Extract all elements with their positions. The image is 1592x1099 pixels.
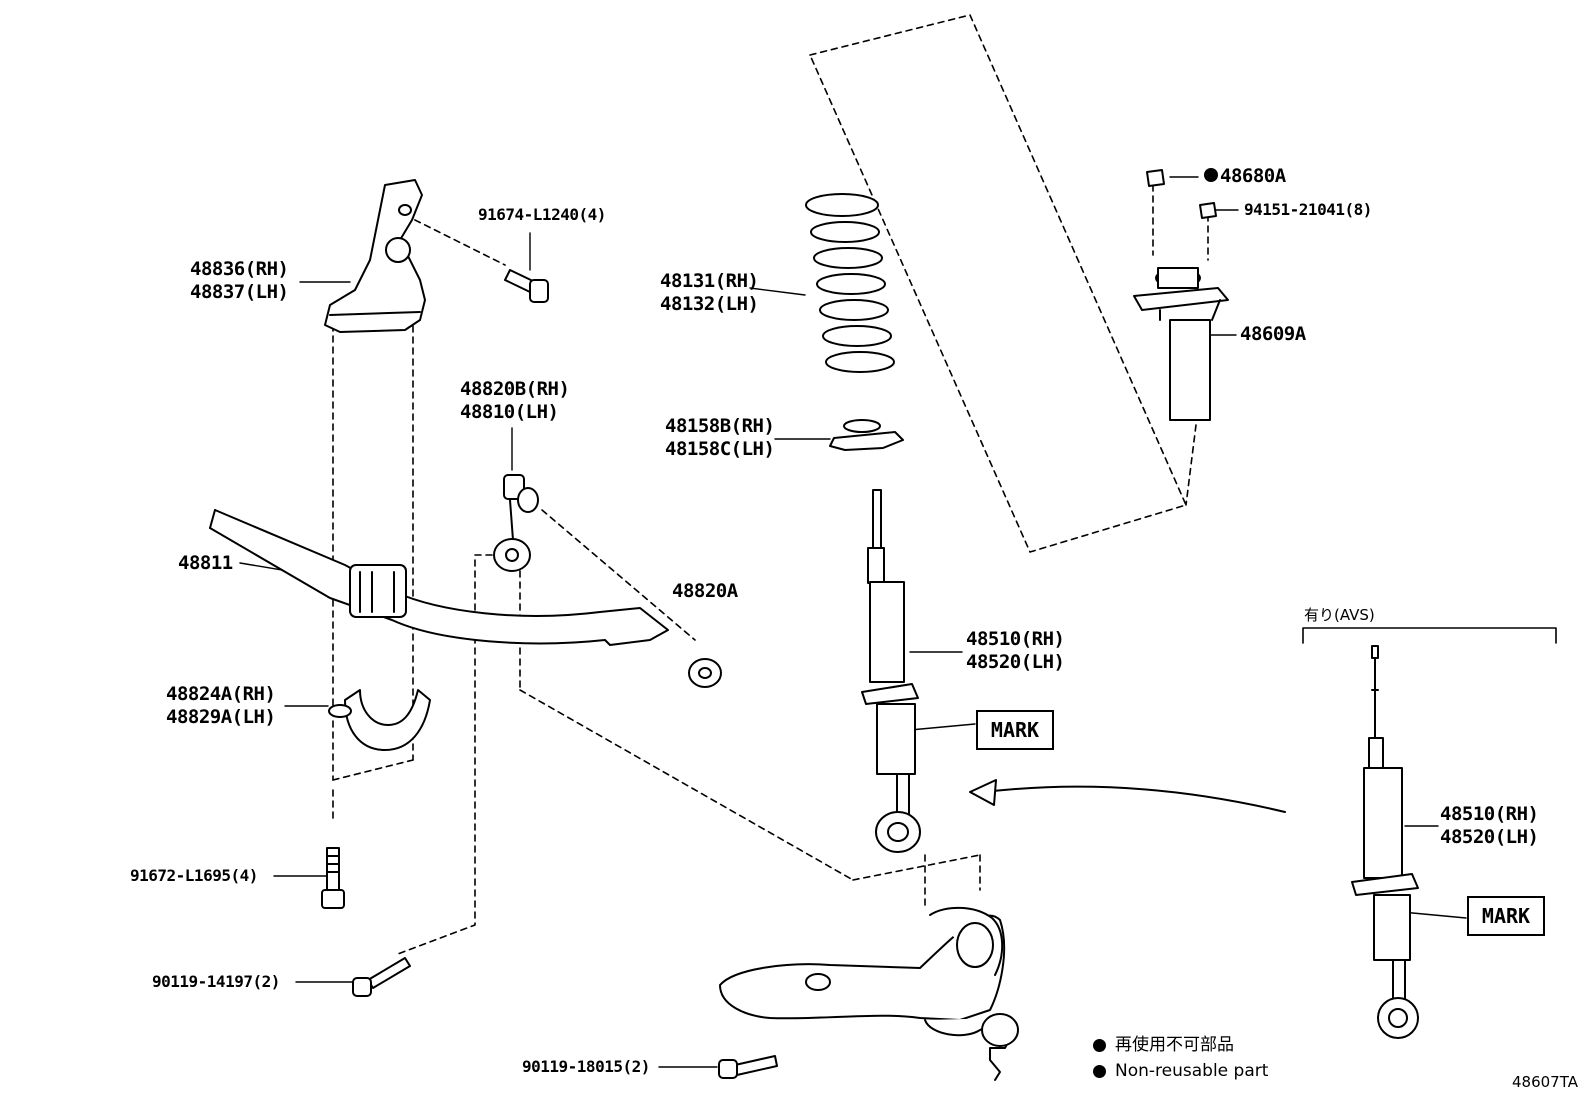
label-bracket: 48836(RH) 48837(LH): [190, 258, 289, 304]
label-bushing-rh: 48824A(RH): [166, 683, 276, 705]
stabilizer-link: [493, 474, 539, 572]
legend-row-jp: 再使用不可部品: [1093, 1032, 1268, 1058]
bolt-91674: [504, 269, 549, 303]
label-nut-top: 48680A: [1204, 165, 1286, 188]
label-bolt-link: 90119-14197(2): [152, 972, 280, 991]
label-absorber-rh: 48510(RH): [966, 628, 1065, 650]
label-spring-lh: 48132(LH): [660, 293, 759, 315]
label-link-lh: 48810(LH): [460, 401, 559, 423]
bracket: [324, 179, 426, 333]
label-bolt-arm: 90119-18015(2): [522, 1057, 650, 1076]
label-stabilizer: 48811: [178, 552, 233, 574]
label-bolt-top: 91674-L1240(4): [478, 205, 606, 224]
avs-arrow: [984, 785, 1286, 813]
label-bushing-lh: 48829A(LH): [166, 706, 276, 728]
nut-48820A: [688, 658, 722, 688]
label-absorber-avs-lh: 48520(LH): [1440, 826, 1539, 848]
label-link: 48820B(RH) 48810(LH): [460, 378, 570, 424]
legend: 再使用不可部品 Non-reusable part: [1093, 1032, 1268, 1084]
label-support: 48609A: [1240, 323, 1306, 345]
non-reusable-dot-icon: [1093, 1038, 1106, 1052]
stabilizer-bushing: [328, 689, 431, 751]
label-spring: 48131(RH) 48132(LH): [660, 270, 759, 316]
bolt-90119-18015: [718, 1055, 778, 1079]
avs-header: 有り(AVS): [1304, 606, 1375, 624]
suspension-support: [1133, 267, 1229, 421]
label-bolt-lower: 91672-L1695(4): [130, 866, 258, 885]
legend-en: Non-reusable part: [1115, 1061, 1269, 1081]
label-absorber-avs: 48510(RH) 48520(LH): [1440, 803, 1539, 849]
label-nut-top-text: 48680A: [1220, 165, 1286, 187]
label-insulator-lh: 48158C(LH): [665, 438, 775, 460]
non-reusable-dot-icon: [1204, 168, 1218, 182]
label-insulator: 48158B(RH) 48158C(LH): [665, 415, 775, 461]
mark-box-avs: MARK: [1467, 896, 1545, 936]
label-bushing: 48824A(RH) 48829A(LH): [166, 683, 276, 729]
bolt-91672: [321, 847, 345, 909]
label-insulator-rh: 48158B(RH): [665, 415, 775, 437]
stabilizer-bar: [209, 509, 669, 646]
avs-bracket: [1302, 627, 1557, 644]
label-absorber-avs-rh: 48510(RH): [1440, 803, 1539, 825]
legend-jp: 再使用不可部品: [1115, 1035, 1234, 1055]
lower-arm: [719, 906, 1019, 1081]
mark-box: MARK: [976, 710, 1054, 750]
label-nut-mount: 94151-21041(8): [1244, 200, 1372, 219]
shock-absorber: [861, 489, 921, 853]
non-reusable-dot-icon: [1093, 1064, 1106, 1078]
coil-spring: [805, 193, 895, 373]
legend-row-en: Non-reusable part: [1093, 1058, 1268, 1084]
diagram-code: 48607TA: [1512, 1073, 1578, 1091]
spring-insulator: [829, 419, 904, 451]
label-bracket-rh: 48836(RH): [190, 258, 289, 280]
label-link-rh: 48820B(RH): [460, 378, 570, 400]
label-absorber-lh: 48520(LH): [966, 651, 1065, 673]
label-link-nut: 48820A: [672, 580, 738, 602]
avs-shock-absorber: [1351, 645, 1419, 1039]
label-spring-rh: 48131(RH): [660, 270, 759, 292]
label-bracket-lh: 48837(LH): [190, 281, 289, 303]
bolt-90119-14197: [352, 957, 411, 997]
assembly-dashed-lines: [332, 14, 1209, 956]
top-nuts: [1146, 169, 1217, 219]
label-absorber: 48510(RH) 48520(LH): [966, 628, 1065, 674]
